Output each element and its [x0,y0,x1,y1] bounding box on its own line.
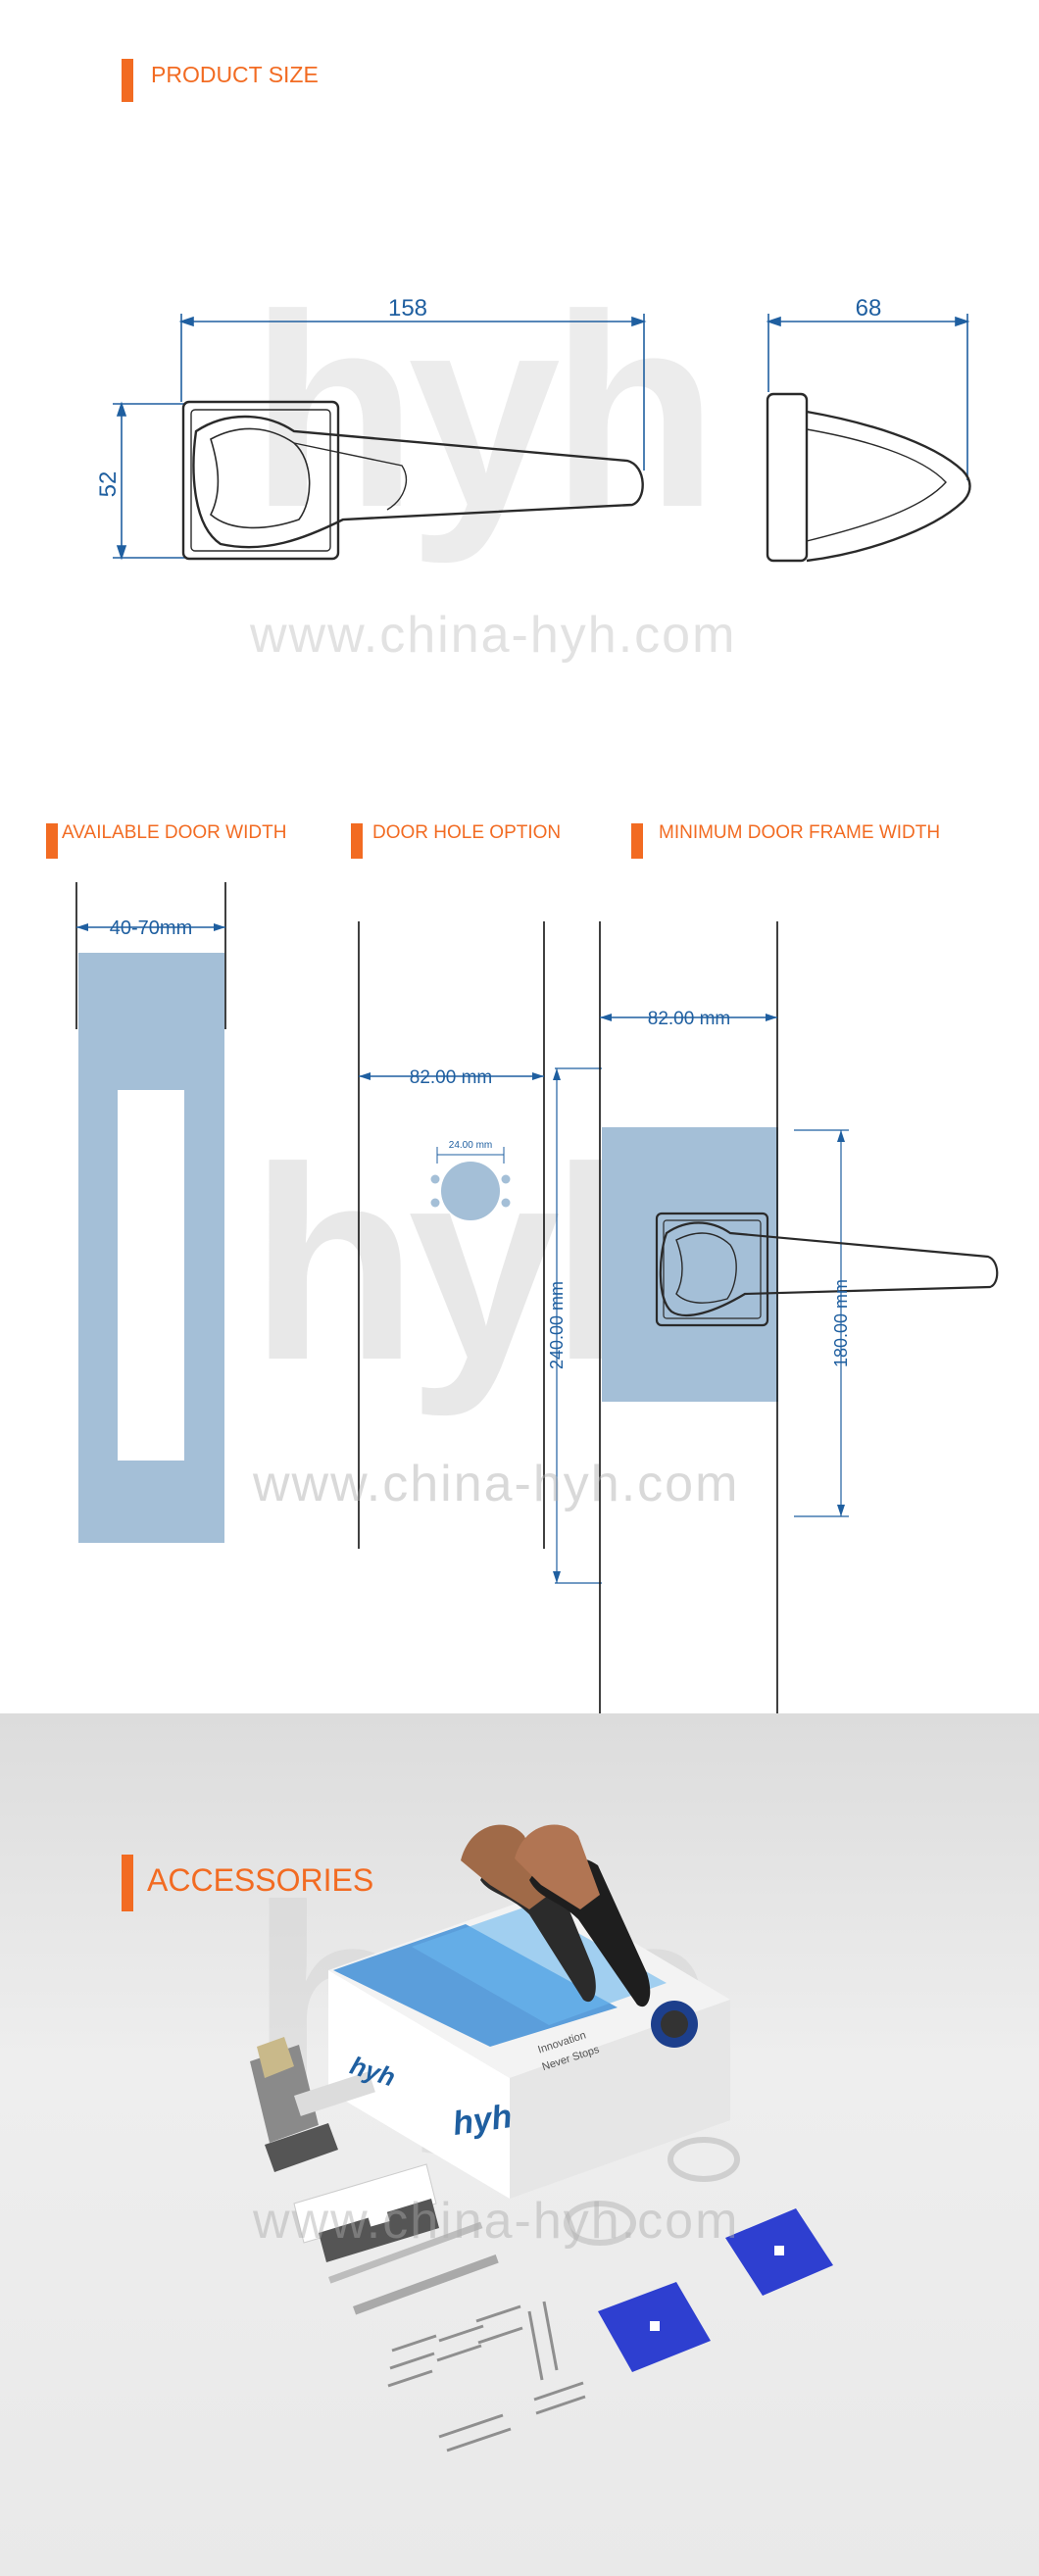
depth-label: 68 [856,295,882,322]
section-header-door-width: AVAILABLE DOOR WIDTH [46,822,287,859]
section-title: AVAILABLE DOOR WIDTH [62,822,287,843]
accent-bar [351,823,363,859]
box-logo: hyh [450,2097,515,2144]
depth-dimension [766,314,970,480]
height-label: 52 [95,471,122,498]
door-width-label: 40-70mm [110,917,192,939]
section-header-product-size: PRODUCT SIZE [122,59,319,102]
section-header-accessories: ACCESSORIES [122,1855,373,1911]
lever-handles [461,1824,651,2007]
section-title: DOOR HOLE OPTION [372,822,562,843]
product-size-drawing: 158 52 68 [95,295,971,563]
screws [387,2301,586,2452]
accent-bar [122,59,133,102]
length-dimension [178,314,647,471]
spacer-rings [564,2137,740,2246]
handle-side-view [766,392,971,563]
accent-bar [631,823,643,859]
door-latch [250,2037,375,2172]
section-header-door-hole: DOOR HOLE OPTION [351,822,562,859]
section-title: PRODUCT SIZE [151,61,319,87]
section-header-frame-width: MINIMUM DOOR FRAME WIDTH [631,822,941,859]
blue-mounting-plates [598,2208,833,2372]
frame-backset-label: 82.00 mm [648,1009,730,1029]
accessories-illustration [250,1824,833,2452]
packaging-box [328,1892,730,2199]
length-label: 158 [388,295,427,322]
door-width-diagram [75,882,226,1543]
watermark-url: www.china-hyh.com [253,1456,740,1512]
accent-bar [122,1855,133,1911]
watermark-url: www.china-hyh.com [250,607,737,664]
handle-front-view [181,400,644,561]
section-title: MINIMUM DOOR FRAME WIDTH [659,822,941,843]
frame-width-diagram [599,921,999,1715]
strike-plates [293,2163,439,2262]
section-title: ACCESSORIES [147,1861,374,1898]
watermark-url: www.china-hyh.com [253,2193,740,2250]
door-hole-diagram [358,921,602,1584]
hole-backset-label: 82.00 mm [410,1067,492,1088]
door-diagrams: 40-70mm 82.00 mm 24.00 mm 240.00 mm [75,882,999,1715]
spindle-rods [328,2221,499,2315]
hole-height-label: 240.00 mm [547,1281,567,1369]
accent-bar [46,823,58,859]
accessories-section: ACCESSORIES hyh [0,1713,1039,2576]
hole-diameter-label: 24.00 mm [449,1140,492,1151]
height-dimension [113,401,186,561]
frame-height-label: 180.00 mm [831,1279,851,1367]
